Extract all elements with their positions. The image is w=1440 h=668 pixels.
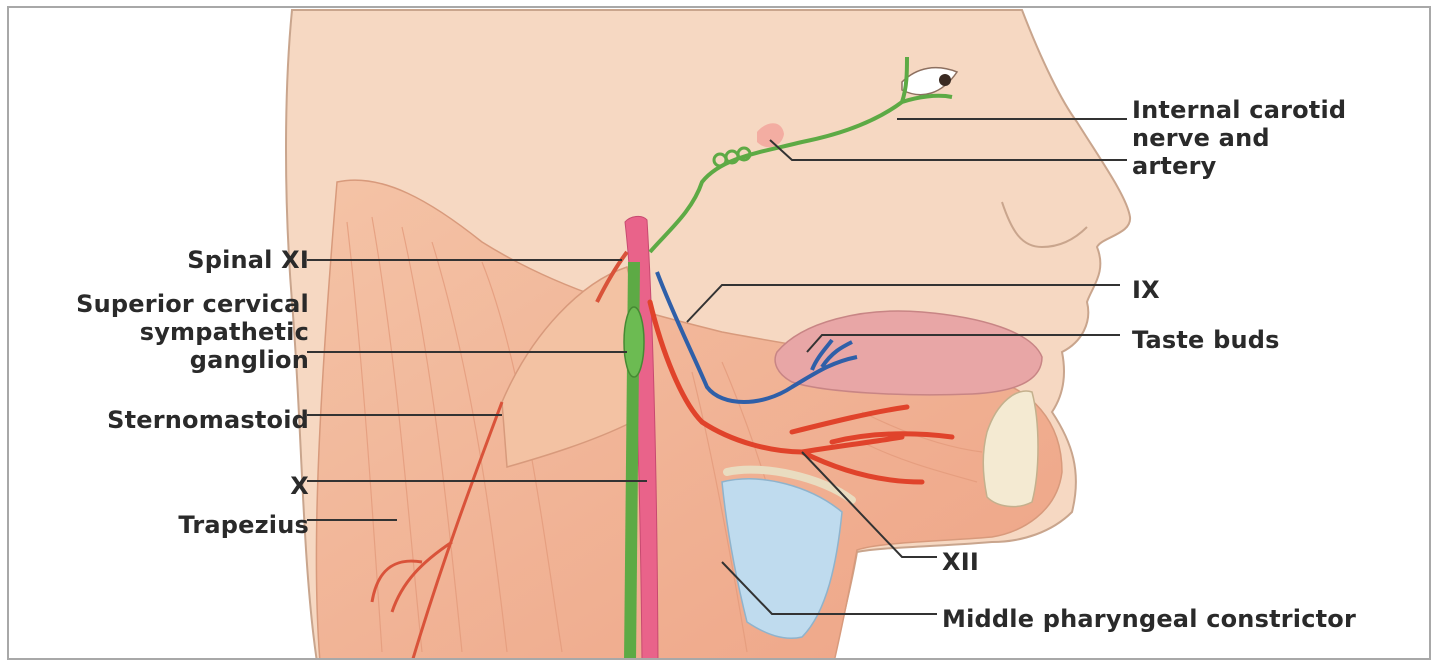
eye-pupil (939, 74, 951, 86)
label-ix-nerve: IX (1132, 276, 1160, 304)
glossopharyngeal-nerve (655, 271, 858, 404)
internal-carotid-nerve (648, 56, 953, 254)
neck-muscles (315, 179, 1063, 658)
pink-blob (757, 123, 784, 148)
sympathetic-chain (624, 261, 640, 658)
label-taste-buds: Taste buds (1132, 326, 1280, 354)
label-internal-carotid: Internal carotid nerve and artery (1132, 96, 1347, 180)
mandible (982, 390, 1039, 508)
superior-cervical-ganglion (623, 306, 645, 378)
nose-outline (1001, 201, 1088, 249)
larynx-cartilage (721, 478, 843, 639)
label-x-nerve: X (290, 472, 309, 500)
label-spinal-xi: Spinal XI (187, 246, 309, 274)
head-neck-illustration (285, 9, 1131, 658)
leader-lines (307, 118, 1127, 615)
label-sternomastoid: Sternomastoid (107, 406, 309, 434)
label-superior-cervical-ganglion: Superior cervical sympathetic ganglion (76, 290, 309, 374)
diagram-frame: Internal carotid nerve and artery Spinal… (7, 6, 1431, 660)
label-trapezius: Trapezius (178, 511, 309, 539)
trapezius-artery (370, 401, 504, 658)
spinal-xi-nerve (595, 250, 629, 303)
label-middle-pharyngeal-constrictor: Middle pharyngeal constrictor (942, 605, 1357, 633)
label-xii-nerve: XII (942, 548, 979, 576)
tongue (774, 310, 1043, 396)
hypoglossal-artery (647, 299, 955, 485)
carotid-plexus-coils (712, 146, 752, 168)
